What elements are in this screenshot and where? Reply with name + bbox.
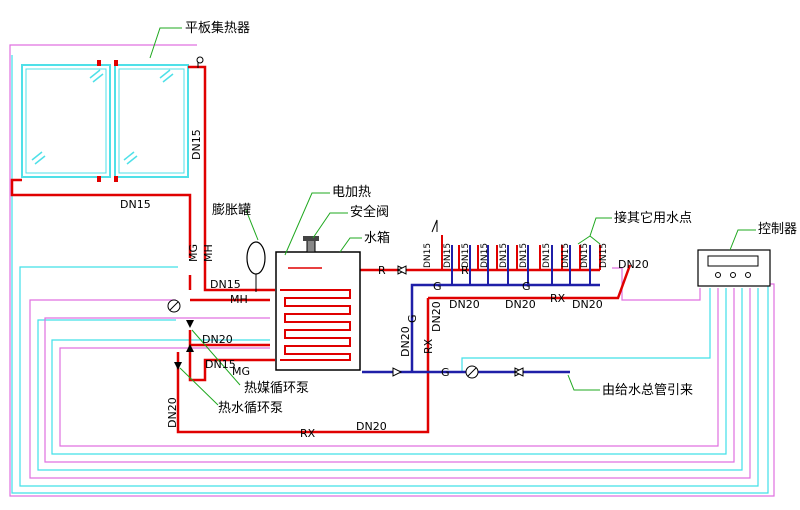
pipe-label: RX [300,427,316,440]
collector-panel-right [114,64,189,178]
pipe-label: DN20 [202,333,233,346]
g-vertical-pipe [410,283,600,372]
collector-return-pipe [10,178,192,258]
controller-display [707,255,759,267]
pipe-label: MH [202,244,215,262]
sensor-wire-1 [19,266,759,487]
pumps-and-valves [167,56,525,379]
pipe-label: DN15 [499,243,509,268]
pipe-label: RX [550,292,566,305]
pipe-label: DN15 [210,278,241,291]
callout-leaders [149,27,756,406]
solar-circulation-pump-icon [186,320,194,328]
sensor-wire-2 [29,288,751,479]
supply-main-label: 由给水总管引来 [602,383,693,398]
pipe-label: DN20 [166,397,179,428]
pipe-label: DN20 [572,298,603,311]
expansion-tank [246,241,266,292]
pipe-label: DN15 [190,129,203,160]
collector-supply-pipe [188,65,275,292]
pipe-label: DN20 [505,298,536,311]
pipe-label: R [378,264,386,277]
pipe-label: DN20 [430,301,443,332]
hot-pump-label: 热水循环泵 [218,401,283,416]
safety-valve [303,236,319,253]
pipe-label: DN15 [423,243,433,268]
pipe-label: MH [230,293,248,306]
pipe-label: DN15 [443,243,453,268]
pipe-label: MG [187,244,200,262]
control-wiring [9,44,775,497]
solar-loop-return [188,330,275,382]
pipe-label: DN15 [542,243,552,268]
sensor-wire-3 [37,288,743,471]
pipe-label: G [406,314,419,323]
pipe-label: G [441,366,450,379]
controller-button-2 [730,272,736,278]
sensor-wire-8 [612,267,701,301]
water-tank [275,251,361,371]
pipe-label: DN15 [599,243,609,268]
rx-return-pipe [176,298,430,434]
hot-water-pipes [10,65,632,434]
pipe-label: DN15 [580,243,590,268]
pipe-label: DN20 [449,298,480,311]
pipe-label: DN15 [205,358,236,371]
vent-icon [431,219,438,233]
pipe-label: DN15 [480,243,490,268]
pipe-label: DN20 [356,420,387,433]
controller-button-3 [745,272,751,278]
safety-valve-label: 安全阀 [350,204,389,220]
pipe-label: G [522,280,531,293]
heating-coil [280,289,351,361]
rx-branch [428,264,632,300]
sensor-wire-7 [461,288,711,372]
pipe-label: R [461,264,469,277]
pipe-label: DN20 [618,258,649,271]
air-vent-icon [196,56,204,64]
collector-label: 平板集热器 [185,20,250,36]
sensor-wire-4 [44,288,735,463]
sensor-wire-6 [59,288,719,447]
pipe-label: DN15 [461,243,471,268]
pipe-label: DN15 [561,243,571,268]
other-points-label: 接其它用水点 [614,210,692,226]
pipe-label: MG [232,365,250,378]
check-valve-icon [186,344,194,352]
sensor-wire-collector-inner [11,55,769,494]
water-tank-label: 水箱 [364,230,390,246]
valve-g-icon [392,367,403,377]
controller-label: 控制器 [758,222,797,237]
heater-label: 电加热 [332,185,371,200]
collector-panel-left [21,64,111,178]
pipe-label: DN15 [120,198,151,211]
controller-button-1 [715,272,721,278]
hot-water-pump-icon [174,362,182,370]
controller [697,249,771,287]
pipe-label: RX [422,338,435,354]
sensor-wire-collector-outer [9,44,775,497]
pipe-label: G [433,280,442,293]
solar-pump-label: 热媒循环泵 [244,381,309,396]
pipe-label: DN15 [519,243,529,268]
pipe-label: DN20 [399,326,412,357]
expansion-tank-label: 膨胀罐 [212,203,251,218]
flat-plate-collector [21,60,189,182]
sensor-wire-5 [51,288,727,455]
